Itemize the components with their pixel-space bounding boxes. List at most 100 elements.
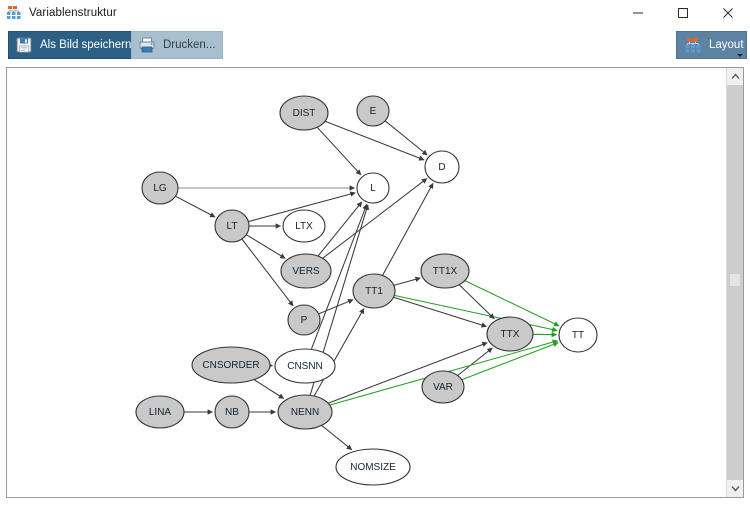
graph-node[interactable]: P bbox=[287, 304, 321, 336]
close-button[interactable] bbox=[705, 0, 750, 26]
graph-node[interactable]: NB bbox=[214, 395, 250, 429]
vertical-scrollbar[interactable] bbox=[726, 68, 743, 497]
graph-node[interactable]: VAR bbox=[421, 370, 465, 404]
node-label: CNSNN bbox=[287, 361, 323, 372]
scrollbar-grip bbox=[730, 274, 740, 286]
layout-label: Layout bbox=[709, 39, 744, 51]
graph-edge bbox=[384, 120, 428, 156]
graph-edge bbox=[324, 120, 425, 161]
graph-edge bbox=[241, 238, 294, 307]
printer-icon bbox=[137, 35, 157, 55]
graph-edge bbox=[393, 276, 421, 286]
node-label: NOMSIZE bbox=[350, 462, 396, 473]
graph-node[interactable]: TT bbox=[558, 317, 598, 353]
node-label: NB bbox=[225, 407, 239, 418]
graph-node[interactable]: LT bbox=[214, 209, 250, 243]
scrollbar-thumb[interactable] bbox=[727, 85, 743, 480]
node-label: E bbox=[370, 106, 377, 117]
node-label: TT bbox=[572, 330, 584, 341]
window-controls bbox=[615, 0, 750, 26]
node-shape bbox=[135, 395, 185, 429]
graph-edge bbox=[317, 201, 363, 257]
node-label: TT1X bbox=[433, 266, 458, 277]
title-bar: Variablenstruktur bbox=[0, 0, 750, 26]
node-shape bbox=[214, 209, 250, 243]
node-label: LINA bbox=[149, 407, 172, 418]
node-label: TTX bbox=[501, 329, 520, 340]
graph-edge bbox=[253, 379, 285, 399]
graph-node[interactable]: E bbox=[356, 95, 390, 127]
graph-edge bbox=[393, 296, 487, 328]
graph-edge bbox=[246, 234, 286, 259]
hierarchy-icon bbox=[6, 5, 22, 21]
node-label: LT bbox=[227, 221, 238, 232]
node-label: D bbox=[438, 162, 445, 173]
node-shape bbox=[287, 304, 321, 336]
graph-edge bbox=[327, 341, 488, 404]
graph-node[interactable]: CNSNN bbox=[274, 348, 336, 384]
graph-node[interactable]: TTX bbox=[486, 316, 534, 352]
window-title: Variablenstruktur bbox=[29, 7, 117, 19]
node-label: DIST bbox=[293, 108, 316, 119]
graph-node[interactable]: NOMSIZE bbox=[335, 448, 411, 486]
graph-node[interactable]: DIST bbox=[279, 95, 329, 131]
node-shape bbox=[335, 448, 411, 486]
graph-edge bbox=[382, 182, 434, 276]
floppy-disk-icon bbox=[14, 35, 34, 55]
minimize-button[interactable] bbox=[615, 0, 660, 26]
node-shape bbox=[214, 395, 250, 429]
node-label: VAR bbox=[433, 382, 453, 393]
node-shape bbox=[274, 348, 336, 384]
graph-node[interactable]: D bbox=[424, 150, 460, 184]
layout-button[interactable]: Layout bbox=[676, 31, 747, 59]
node-shape bbox=[356, 172, 390, 204]
node-shape bbox=[280, 253, 332, 289]
graph-edge bbox=[464, 280, 560, 327]
graph-node[interactable]: NENN bbox=[277, 394, 333, 430]
node-shape bbox=[424, 150, 460, 184]
graph-edge bbox=[310, 203, 368, 350]
graph-node[interactable]: LINA bbox=[135, 395, 185, 429]
node-label: LTX bbox=[295, 221, 313, 232]
node-shape bbox=[486, 316, 534, 352]
graph-node[interactable]: VERS bbox=[280, 253, 332, 289]
node-shape bbox=[191, 346, 271, 384]
node-shape bbox=[279, 95, 329, 131]
graph-edge bbox=[321, 424, 353, 451]
graph-edge bbox=[313, 308, 365, 397]
node-label: VERS bbox=[292, 266, 320, 277]
graph-node[interactable]: CNSORDER bbox=[191, 346, 271, 384]
save-as-image-button[interactable]: Als Bild speichern... bbox=[8, 31, 149, 59]
graph-edge bbox=[318, 299, 354, 315]
node-label: TT1 bbox=[365, 286, 383, 297]
node-shape bbox=[421, 370, 465, 404]
node-shape bbox=[420, 253, 470, 289]
save-as-image-label: Als Bild speichern... bbox=[40, 39, 141, 51]
graph-node[interactable]: TT1X bbox=[420, 253, 470, 289]
graph-node[interactable]: L bbox=[356, 172, 390, 204]
node-label: NENN bbox=[291, 407, 319, 418]
node-shape bbox=[141, 171, 179, 205]
graph-node[interactable]: LG bbox=[141, 171, 179, 205]
print-label: Drucken... bbox=[163, 39, 216, 51]
node-shape bbox=[277, 394, 333, 430]
graph-edge bbox=[175, 195, 216, 218]
chevron-down-icon[interactable] bbox=[737, 54, 743, 57]
node-label: P bbox=[301, 315, 308, 326]
scroll-up-button[interactable] bbox=[727, 68, 743, 85]
print-button[interactable]: Drucken... bbox=[131, 31, 224, 59]
graph-edge bbox=[461, 341, 559, 381]
node-shape bbox=[558, 317, 598, 353]
maximize-button[interactable] bbox=[660, 0, 705, 26]
node-label: LG bbox=[153, 183, 167, 194]
edge-layer bbox=[175, 120, 560, 451]
scroll-down-button[interactable] bbox=[727, 480, 743, 497]
graph-node[interactable]: LTX bbox=[282, 209, 326, 243]
graph-edge bbox=[248, 191, 356, 223]
node-shape bbox=[352, 273, 396, 309]
graph-node[interactable]: TT1 bbox=[352, 273, 396, 309]
